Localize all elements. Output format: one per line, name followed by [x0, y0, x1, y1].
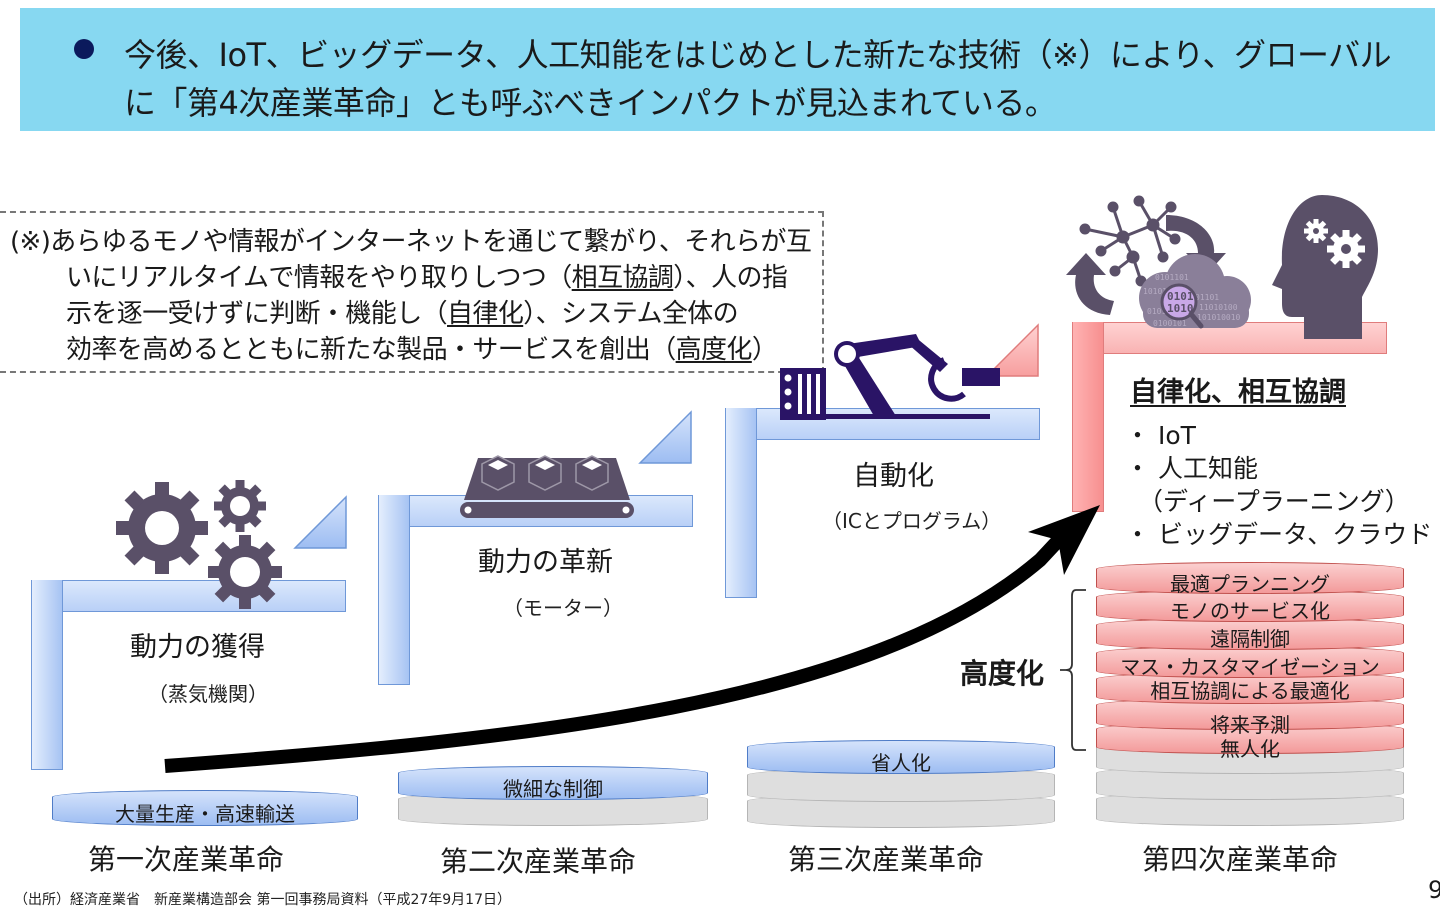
stage-4-item: ・ ビッグデータ、クラウド: [1125, 520, 1433, 549]
stage-3-sub-label: （ICとプログラム）: [822, 509, 1002, 533]
stage-1-step-top: [31, 580, 346, 612]
footnote-line-2: いにリアルタイムで情報をやり取りしつつ（相互協調）、人の指: [66, 257, 788, 294]
stage-1-sub-label: （蒸気機関）: [148, 682, 268, 706]
brace-icon: [1060, 589, 1086, 751]
cylinder-layer-label: マス・カスタマイゼーション: [1120, 655, 1380, 679]
footnote-line-3: 示を逐一受けずに判断・機能し（自律化）、システム全体の: [66, 293, 739, 330]
cylinder-layer-label: モノのサービス化: [1170, 599, 1330, 623]
stage-3-main-label: 自動化: [853, 461, 934, 492]
era-label-3: 第三次産業革命: [788, 843, 985, 876]
cylinder-layer-label: 遠隔制御: [1210, 627, 1290, 651]
robot-arm-icon: [780, 334, 1000, 420]
cylinder-layer-label: 最適プランニング: [1170, 572, 1330, 596]
footnote-text: ）: [751, 335, 778, 365]
footnote-text: (※)あらゆるモノや情報がインターネットを通じて繋がり、それらが互: [10, 227, 812, 257]
footnote-text: 示を逐一受けずに判断・機能し（: [66, 299, 448, 329]
era-label-1: 第一次産業革命: [88, 843, 285, 876]
era-label-2: 第二次産業革命: [440, 845, 637, 878]
stage-3-triangle: [985, 323, 1039, 377]
stage-2-triangle: [638, 410, 692, 464]
cylinder-layer: モノのサービス化: [1096, 590, 1404, 623]
network-icon: [1079, 195, 1181, 287]
cylinder-layer: 最適プランニング: [1096, 562, 1404, 596]
stage-4-item: ・ 人工知能: [1125, 454, 1258, 483]
svg-text:10101010: 10101010: [1143, 287, 1182, 296]
footnote-line-1: (※)あらゆるモノや情報がインターネットを通じて繋がり、それらが互: [10, 221, 812, 258]
stage-2-step-side: [378, 495, 410, 685]
svg-text:0101: 0101: [1167, 290, 1194, 303]
svg-text:01101: 01101: [1195, 293, 1219, 302]
footnote-keyword: 高度化: [675, 335, 753, 365]
svg-text:101010010: 101010010: [1197, 313, 1241, 322]
svg-text:11010100: 11010100: [1199, 303, 1238, 312]
footnote-keyword: 相互協調: [571, 263, 674, 293]
stage-4-main-label: 自律化、相互協調: [1130, 377, 1346, 408]
stage-4-step-side: [1072, 322, 1104, 512]
svg-text:0101101: 0101101: [1155, 273, 1189, 282]
cylinder-stage-2: 微細な制御: [398, 766, 708, 826]
cylinder-layer-label: 将来予測: [1210, 713, 1290, 737]
cylinder-layer: 大量生産・高速輸送: [52, 790, 358, 826]
source-citation: （出所）経済産業省 新産業構造部会 第一回事務局資料（平成27年9月17日）: [14, 892, 511, 908]
footnote-box: (※)あらゆるモノや情報がインターネットを通じて繋がり、それらが互 いにリアルタ…: [0, 211, 824, 373]
cylinder-layer: マス・カスタマイゼーション: [1096, 646, 1404, 679]
cylinder-layer-label: 相互協調による最適化: [1150, 679, 1350, 703]
cylinder-layer-label: 省人化: [871, 751, 931, 775]
footnote-text: 効率を高めるとともに新たな製品・サービスを創出（: [66, 335, 676, 365]
bullet-icon: [74, 39, 94, 59]
stage-1-main-label: 動力の獲得: [130, 632, 265, 663]
svg-text:1010: 1010: [1167, 302, 1194, 315]
footnote-text: ）、人の指: [673, 263, 788, 293]
header-banner: 今後、IoT、ビッグデータ、人工知能をはじめとした新たな技術（※）により、グロー…: [20, 8, 1435, 131]
cylinder-layer: 省人化: [747, 740, 1055, 775]
cylinder-layer: 微細な制御: [398, 766, 708, 801]
header-line-1: 今後、IoT、ビッグデータ、人工知能をはじめとした新たな技術（※）により、グロー…: [124, 36, 1392, 74]
svg-text:0101: 0101: [1147, 307, 1166, 316]
cylinder-layer-label: 微細な制御: [503, 777, 603, 801]
cylinder-layer-label: 大量生産・高速輸送: [115, 802, 295, 826]
stage-3-step-side: [725, 408, 757, 598]
stage-4-item: （ディープラーニング）: [1138, 487, 1410, 516]
cylinder-stage-1: 大量生産・高速輸送: [52, 790, 358, 830]
conveyor-belt-icon: [460, 455, 634, 518]
cylinder-stage-3: 省人化: [747, 740, 1055, 828]
page-number: 9: [1428, 876, 1440, 904]
cloud-data-icon: 0101101 10101010 01101 11010100 0101 1010100…: [1139, 254, 1251, 329]
cylinder-stage-4: 無人化 将来予測 相互協調による最適化 マス・カスタマイゼーション 遠隔制御 モ…: [1096, 562, 1404, 826]
footnote-text: いにリアルタイムで情報をやり取りしつつ（: [66, 263, 572, 293]
stage-2-sub-label: （モーター）: [503, 596, 623, 620]
footnote-text: ）、システム全体の: [523, 299, 739, 329]
gears-icon: [116, 480, 282, 609]
header-line-2: に「第4次産業革命」とも呼ぶべきインパクトが見込まれている。: [124, 84, 1057, 122]
ai-head-icon: [1272, 195, 1378, 339]
cylinder-layer-label: 無人化: [1220, 737, 1280, 761]
stage-4-item: ・ IoT: [1125, 421, 1196, 450]
cylinder-layer: 遠隔制御: [1096, 618, 1404, 651]
footnote-keyword: 自律化: [447, 299, 524, 329]
stage-2-main-label: 動力の革新: [478, 547, 613, 578]
advancement-label: 高度化: [960, 657, 1045, 690]
stage-1-step-side: [31, 580, 63, 770]
svg-text:0100101: 0100101: [1153, 319, 1187, 328]
stage-1-triangle: [293, 495, 347, 549]
footnote-line-4: 効率を高めるとともに新たな製品・サービスを創出（高度化）: [66, 329, 778, 366]
era-label-4: 第四次産業革命: [1142, 843, 1339, 876]
